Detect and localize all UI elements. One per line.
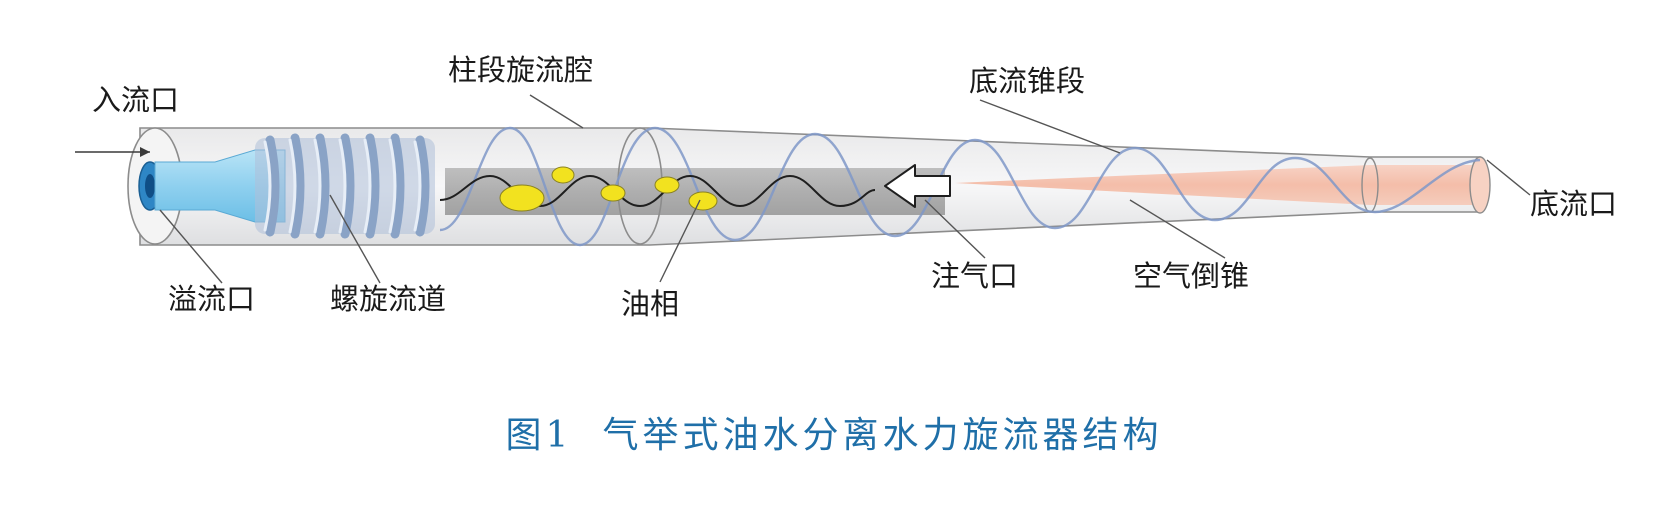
label-underflow-cone: 底流锥段 (969, 64, 1086, 98)
figure-number: 图1 (505, 415, 573, 456)
spiral-channel (255, 133, 435, 239)
label-air-inverted-cone: 空气倒锥 (1133, 259, 1250, 293)
oil-droplet (499, 184, 545, 212)
label-cylinder-section: 柱段旋流腔 (448, 53, 594, 87)
figure-caption: 图1 气举式油水分离水力旋流器结构 (0, 406, 1668, 458)
leader-lines (159, 94, 1531, 284)
label-gas-inlet: 注气口 (931, 259, 1019, 293)
oil-droplets (499, 166, 718, 212)
oil-droplet (600, 184, 626, 202)
figure-title: 气举式油水分离水力旋流器结构 (602, 415, 1163, 456)
inflow-arrow (75, 147, 150, 157)
air-inverted-cone (955, 165, 1485, 205)
label-underflow-outlet: 底流口 (1530, 187, 1618, 221)
gas-inlet-arrow (884, 164, 951, 208)
underflow-outlet-ring (1469, 156, 1491, 214)
label-inflow: 入流口 (92, 83, 180, 117)
oil-droplet (551, 166, 575, 184)
label-spiral-channel: 螺旋流道 (330, 282, 447, 316)
outer-swirl-flow (439, 126, 1481, 247)
label-overflow-outlet: 溢流口 (168, 282, 256, 316)
label-oil-phase: 油相 (621, 287, 680, 321)
oil-droplet (688, 191, 718, 211)
oil-droplet (654, 176, 680, 194)
